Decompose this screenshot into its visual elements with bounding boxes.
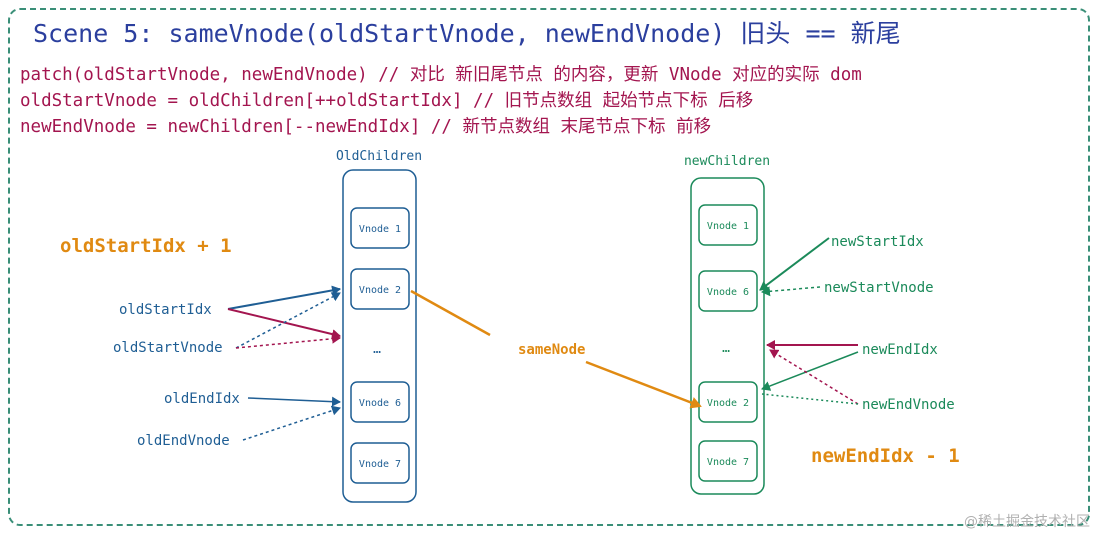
new-children-header: newChildren	[684, 154, 770, 169]
new-start-vnode-label: newStartVnode	[824, 280, 934, 296]
old-start-idx-label: oldStartIdx	[119, 302, 212, 318]
new-node-2-label: Vnode 2	[707, 398, 749, 409]
old-end-idx-arrow	[247, 396, 341, 407]
code-line-new-end: newEndVnode = newChildren[--newEndIdx] /…	[20, 117, 712, 137]
old-node-ellipsis: …	[373, 342, 381, 357]
old-node-2: Vnode 2	[350, 268, 410, 310]
new-node-6: Vnode 6	[698, 270, 758, 312]
new-start-vnode-arrow	[761, 286, 821, 297]
same-node-link	[410, 289, 700, 406]
new-node-ellipsis: …	[722, 341, 730, 356]
new-end-vnode-arrow-next	[769, 349, 859, 405]
new-start-idx-arrow	[759, 237, 830, 291]
old-end-idx-label: oldEndIdx	[164, 391, 240, 407]
old-node-7: Vnode 7	[350, 442, 410, 484]
new-end-idx-note: newEndIdx - 1	[811, 445, 960, 467]
new-end-vnode-label: newEndVnode	[862, 397, 955, 413]
code-line-patch: patch(oldStartVnode, newEndVnode) // 对比 …	[20, 65, 862, 85]
old-children-array	[342, 169, 417, 503]
old-node-1-label: Vnode 1	[359, 224, 401, 235]
old-start-vnode-label: oldStartVnode	[113, 340, 223, 356]
old-node-6-label: Vnode 6	[359, 398, 401, 409]
old-node-1: Vnode 1	[350, 207, 410, 249]
new-children-array	[690, 177, 765, 495]
old-end-vnode-label: oldEndVnode	[137, 433, 230, 449]
old-node-7-label: Vnode 7	[359, 459, 401, 470]
new-end-vnode-arrow-current	[761, 393, 859, 405]
scene-title: Scene 5: sameVnode(oldStartVnode, newEnd…	[33, 19, 901, 48]
old-start-idx-arrow-current	[227, 285, 341, 310]
old-node-2-label: Vnode 2	[359, 285, 401, 296]
new-node-6-label: Vnode 6	[707, 287, 749, 298]
new-node-1-label: Vnode 1	[707, 221, 749, 232]
new-start-idx-label: newStartIdx	[831, 234, 924, 250]
new-node-1: Vnode 1	[698, 204, 758, 246]
old-start-vnode-arrow-current	[235, 292, 341, 349]
new-node-7-label: Vnode 7	[707, 457, 749, 468]
new-node-7: Vnode 7	[698, 440, 758, 482]
new-end-idx-arrow-current	[761, 351, 859, 391]
new-node-2: Vnode 2	[698, 381, 758, 423]
old-children-header: OldChildren	[336, 149, 422, 164]
old-end-vnode-arrow	[242, 405, 341, 441]
same-node-label: sameNode	[518, 342, 585, 358]
diagram-frame	[8, 8, 1090, 526]
old-node-6: Vnode 6	[350, 381, 410, 423]
old-start-vnode-arrow-next	[235, 333, 341, 349]
new-end-idx-label: newEndIdx	[862, 342, 938, 358]
old-start-idx-note: oldStartIdx + 1	[60, 235, 232, 257]
watermark: @稀土掘金技术社区	[964, 514, 1090, 530]
code-line-old-start: oldStartVnode = oldChildren[++oldStartId…	[20, 91, 754, 111]
